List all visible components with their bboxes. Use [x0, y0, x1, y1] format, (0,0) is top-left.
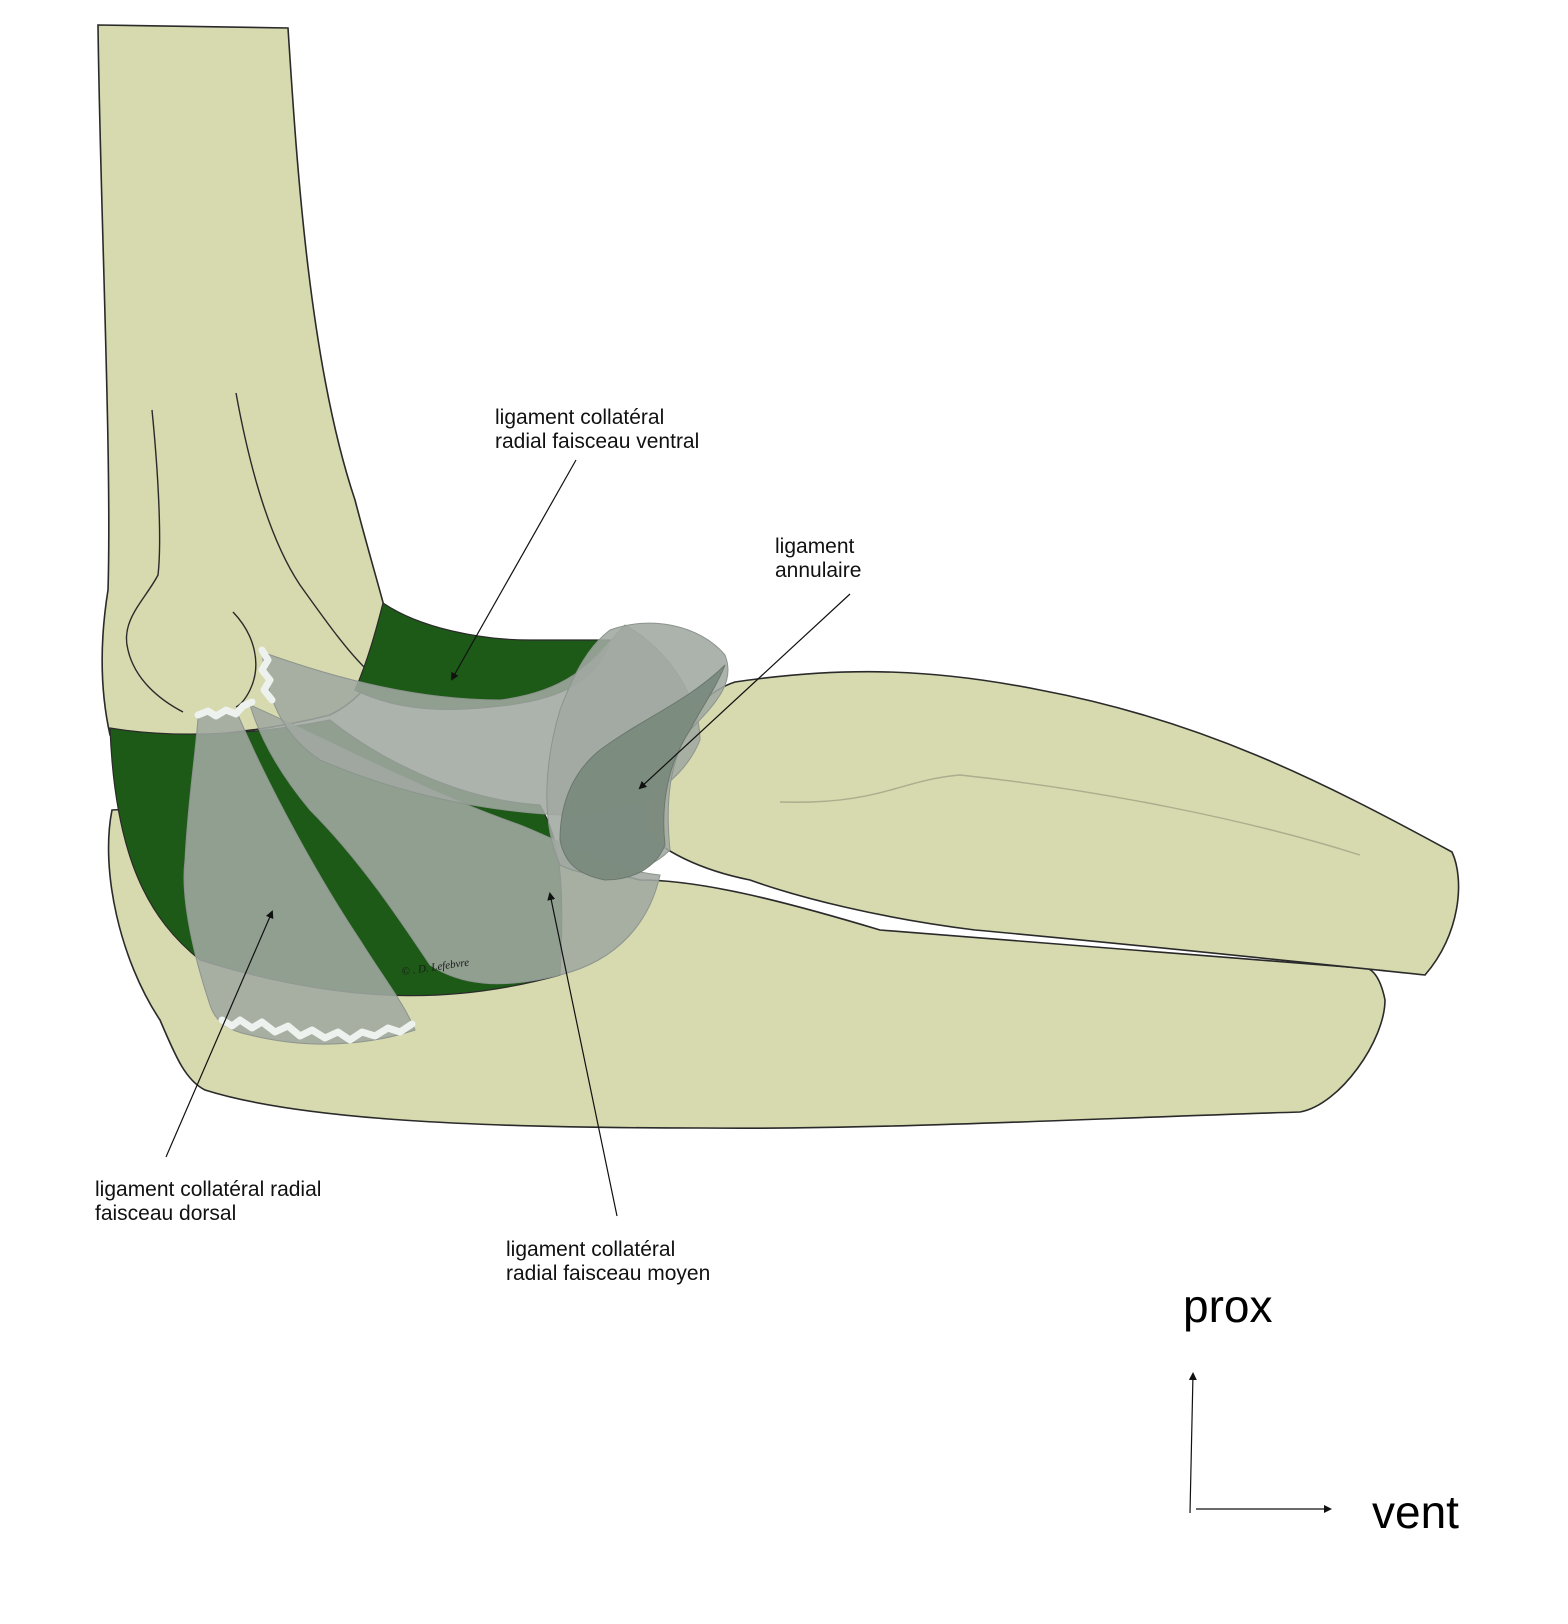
- label-dorsal-line1: ligament collatéral radial: [95, 1178, 321, 1201]
- label-ventral-line1: ligament collatéral: [495, 406, 664, 429]
- orientation-label-proximal: prox: [1183, 1280, 1272, 1332]
- label-middle-line1: ligament collatéral: [506, 1238, 675, 1261]
- label-annular-line1: ligament: [775, 535, 855, 558]
- orientation-arrow-proximal: [1190, 1374, 1193, 1513]
- orientation-label-ventral: vent: [1372, 1486, 1459, 1538]
- label-middle-line2: radial faisceau moyen: [506, 1262, 710, 1285]
- humerus-bone: [98, 25, 388, 737]
- label-ventral-line2: radial faisceau ventral: [495, 430, 699, 453]
- label-annular-line2: annulaire: [775, 559, 861, 582]
- label-dorsal-line2: faisceau dorsal: [95, 1202, 236, 1225]
